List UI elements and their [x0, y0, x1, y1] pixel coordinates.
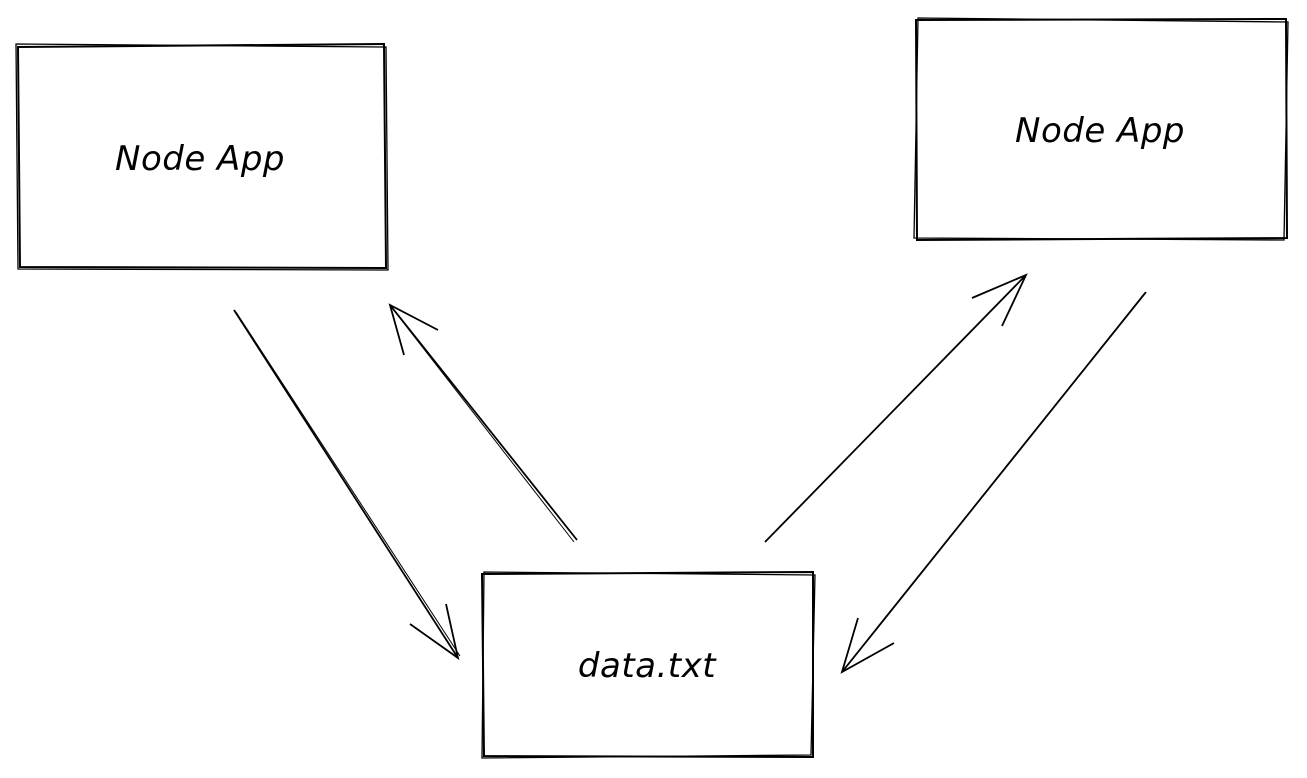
- node-app-left-label: Node App: [115, 139, 285, 179]
- arrow-data-to-right-app: [764, 273, 1028, 543]
- arrow-left-app-to-data: [233, 309, 461, 661]
- node-app-right-label: Node App: [1015, 111, 1185, 151]
- node-app-left-box[interactable]: Node App: [15, 42, 389, 271]
- arrow-data-to-left-app: [388, 303, 578, 543]
- arrow-right-app-to-data: [840, 291, 1147, 674]
- data-file-label: data.txt: [578, 646, 717, 686]
- node-app-right-box[interactable]: Node App: [913, 17, 1289, 242]
- data-file-box[interactable]: data.txt: [480, 570, 816, 759]
